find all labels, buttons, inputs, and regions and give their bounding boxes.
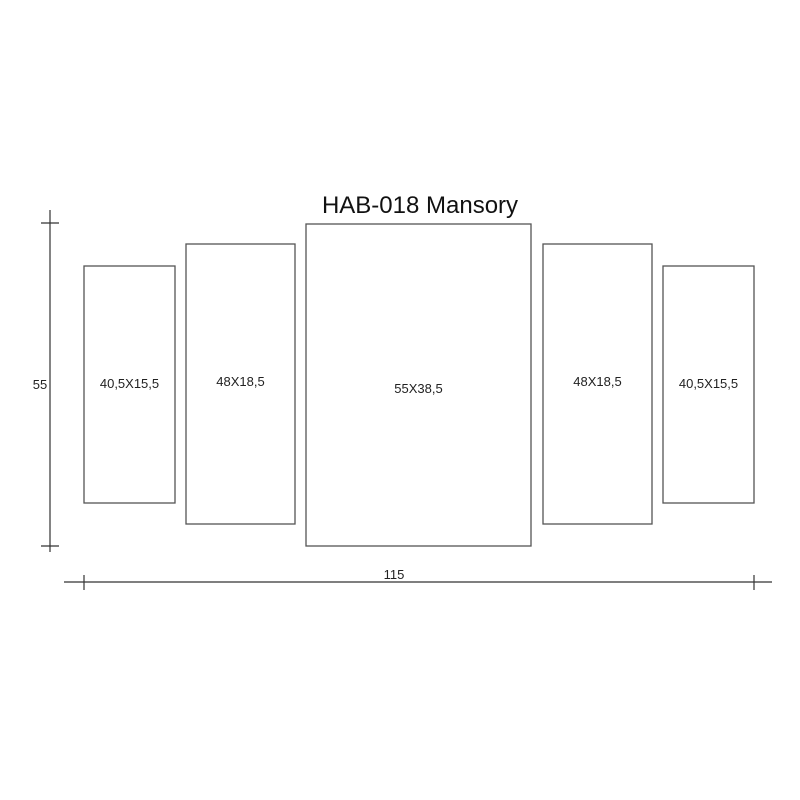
diagram-title: HAB-018 Mansory [322,192,518,219]
panel-2 [185,243,296,525]
height-dimension-label: 55 [33,377,47,392]
panel-3-label: 55X38,5 [394,381,442,396]
panel-4 [542,243,653,525]
panel-1 [83,265,176,504]
panel-4-label: 48X18,5 [573,374,621,389]
panel-2-label: 48X18,5 [216,374,264,389]
height-dimension: 55 [33,210,59,552]
panel-5 [662,265,755,504]
width-dimension: 115 [64,567,772,590]
panel-1-label: 40,5X15,5 [100,376,159,391]
panel-group: 40,5X15,5 48X18,5 55X38,5 48X18,5 40,5X1… [83,223,755,547]
panel-5-label: 40,5X15,5 [679,376,738,391]
width-dimension-label: 115 [384,567,405,582]
panel-3 [305,223,532,547]
